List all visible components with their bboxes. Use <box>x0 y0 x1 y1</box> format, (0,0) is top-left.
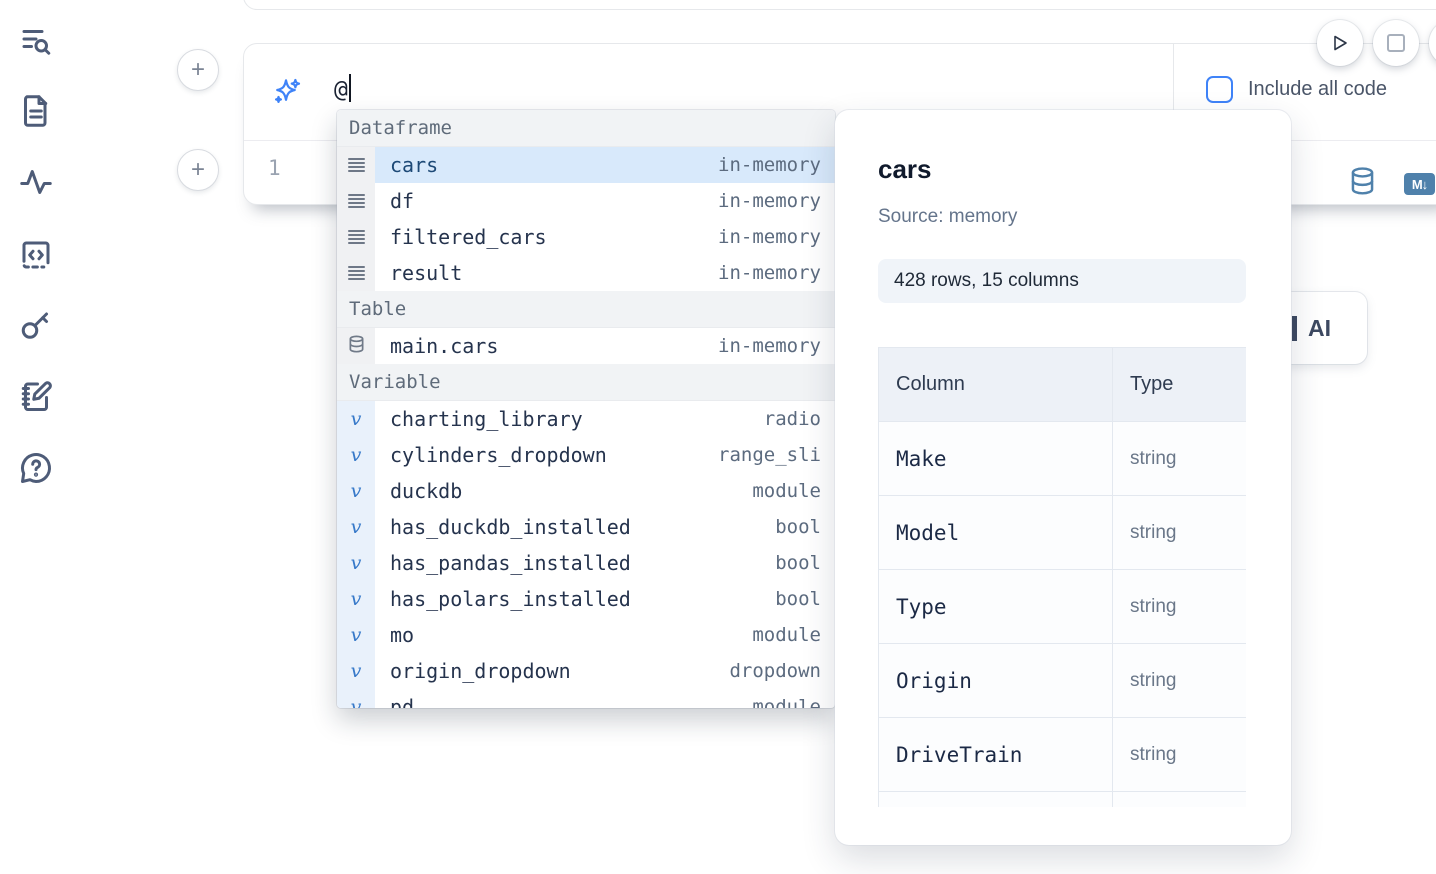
add-cell-above-button[interactable]: + <box>177 49 219 91</box>
table-row: Origin string <box>878 643 1246 718</box>
variable-icon: v <box>350 588 362 610</box>
stop-button[interactable] <box>1373 20 1419 66</box>
table-row: Model string <box>878 495 1246 570</box>
rows-icon <box>347 157 365 173</box>
activity-icon[interactable] <box>18 164 54 200</box>
variable-icon: v <box>350 624 362 646</box>
run-cell-button[interactable] <box>1317 20 1363 66</box>
variable-icon: v <box>350 516 362 538</box>
previous-cell <box>243 0 1436 10</box>
database-icon <box>348 335 365 358</box>
section-header-dataframe: Dataframe <box>337 110 835 147</box>
table-row: DriveTrain string <box>878 717 1246 792</box>
variable-icon: v <box>350 480 362 502</box>
snippets-code-icon[interactable] <box>18 237 54 273</box>
schema-header-row: Column Type <box>878 347 1246 422</box>
rows-icon <box>347 265 365 281</box>
preview-source: Source: memory <box>878 206 1018 227</box>
type-header: Type <box>1112 347 1246 422</box>
include-all-code-checkbox[interactable] <box>1206 76 1233 103</box>
ai-button-label: AI <box>1308 314 1331 341</box>
rows-icon <box>347 193 365 209</box>
variable-icon: v <box>350 696 362 708</box>
sparkles-icon <box>274 78 301 103</box>
notebook-pen-icon[interactable] <box>18 378 54 414</box>
text-caret <box>348 74 351 102</box>
schema-table: Column Type Make string Model string Typ… <box>878 347 1246 807</box>
key-icon[interactable] <box>18 308 54 344</box>
variable-icon: v <box>350 660 362 682</box>
divider <box>1173 44 1174 141</box>
variable-icon: v <box>350 552 362 574</box>
add-cell-below-button[interactable]: + <box>177 149 219 191</box>
include-all-code-toggle[interactable]: Include all code <box>1206 76 1387 103</box>
clipped-run-button[interactable] <box>1429 20 1436 66</box>
table-row: Type string <box>878 569 1246 644</box>
rows-icon <box>347 229 365 245</box>
section-header-variable: Variable <box>337 364 835 401</box>
datasource-icon[interactable] <box>1349 166 1376 202</box>
variable-icon: v <box>350 444 362 466</box>
markdown-icon[interactable]: M↓ <box>1404 173 1435 195</box>
code-editor-row[interactable]: 1 M↓ <box>244 142 1436 204</box>
stop-icon <box>1387 34 1405 52</box>
preview-title: cars <box>878 154 932 184</box>
section-header-table: Table <box>337 291 835 328</box>
file-text-icon[interactable] <box>18 93 54 129</box>
shape-badge: 428 rows, 15 columns <box>878 259 1246 303</box>
variable-icon: v <box>350 408 362 430</box>
table-row-clipped <box>878 791 1246 807</box>
clipped-letter <box>1292 315 1297 341</box>
help-chat-icon[interactable] <box>18 450 54 486</box>
column-header: Column <box>878 347 1113 422</box>
include-all-code-label: Include all code <box>1248 78 1387 100</box>
list-search-icon[interactable] <box>18 24 54 60</box>
line-number: 1 <box>268 156 281 180</box>
dataframe-preview-panel: cars Source: memory 428 rows, 15 columns… <box>835 110 1291 845</box>
table-row: Make string <box>878 421 1246 496</box>
ai-prompt-input[interactable]: @ <box>334 74 351 103</box>
